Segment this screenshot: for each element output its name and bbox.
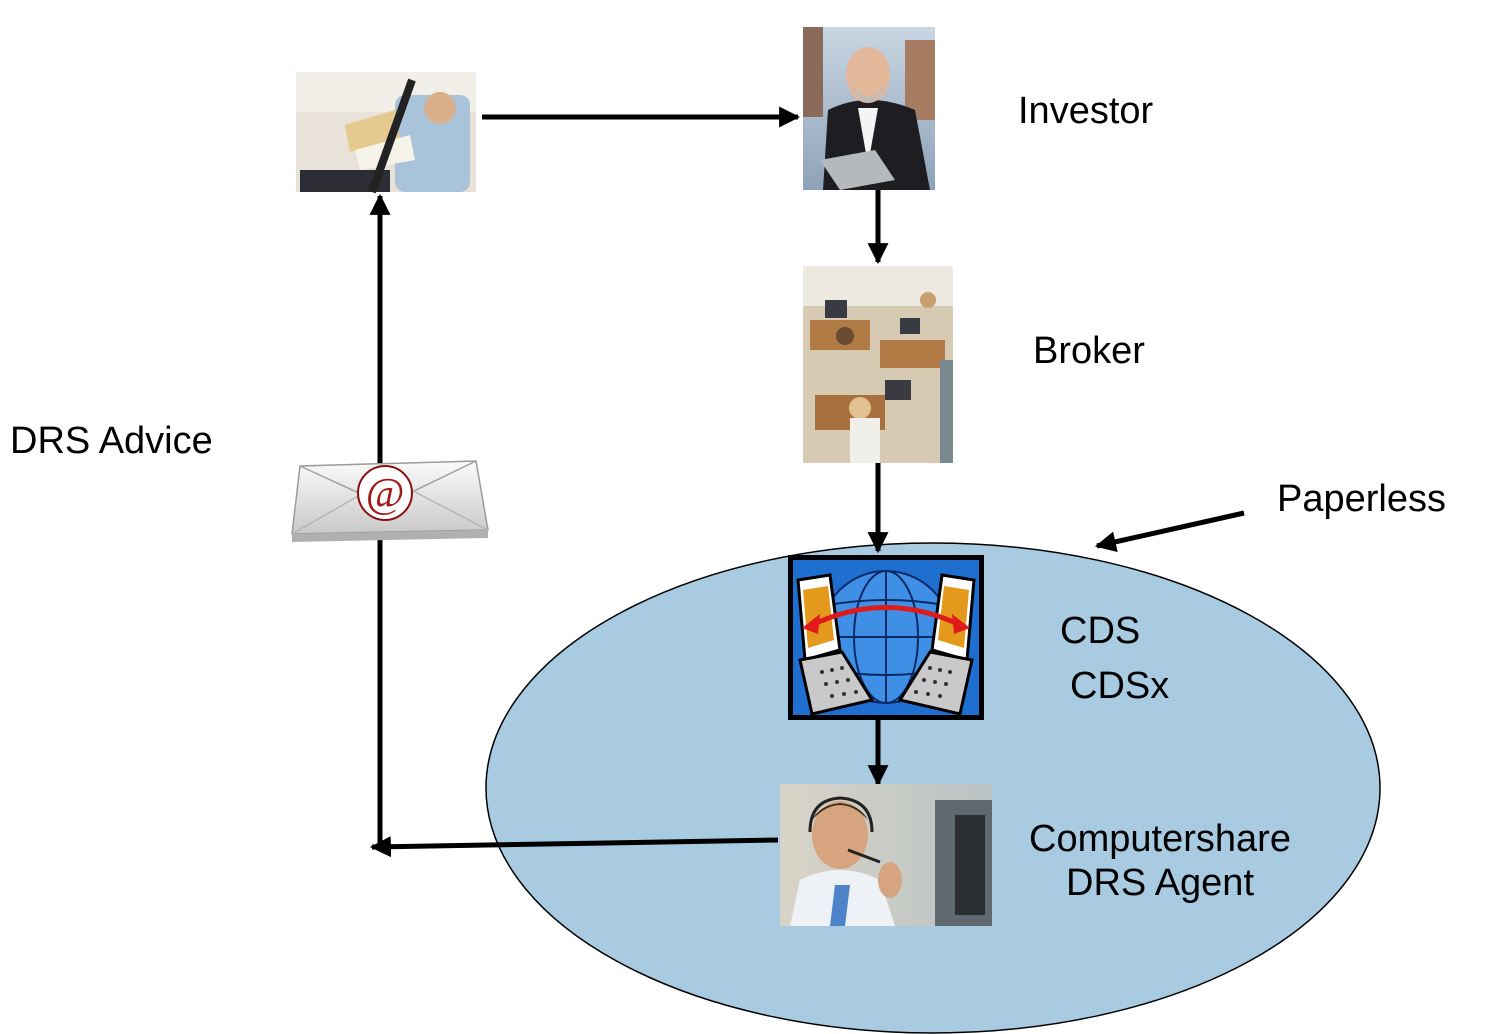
agent-label-line2: DRS Agent	[1066, 861, 1254, 904]
email-envelope-icon: @	[291, 460, 489, 542]
arrow-paperless	[1094, 510, 1245, 553]
broker-office-photo	[803, 266, 953, 463]
mail-carrier-photo	[296, 72, 476, 194]
agent-label: Computershare DRS Agent	[985, 818, 1335, 905]
arrow-agent-to-left	[369, 836, 779, 858]
network-globe-icon	[788, 555, 984, 720]
investor-photo	[803, 27, 935, 190]
agent-headset-photo	[780, 784, 992, 926]
broker-label: Broker	[1033, 330, 1145, 372]
investor-label: Investor	[1018, 90, 1154, 132]
drs-advice-label: DRS Advice	[10, 420, 213, 462]
svg-text:@: @	[366, 471, 405, 517]
paperless-label: Paperless	[1277, 478, 1446, 520]
cdsx-label: CDSx	[1070, 665, 1170, 707]
agent-label-line1: Computershare	[1029, 818, 1291, 860]
cds-label: CDS	[1060, 610, 1141, 652]
